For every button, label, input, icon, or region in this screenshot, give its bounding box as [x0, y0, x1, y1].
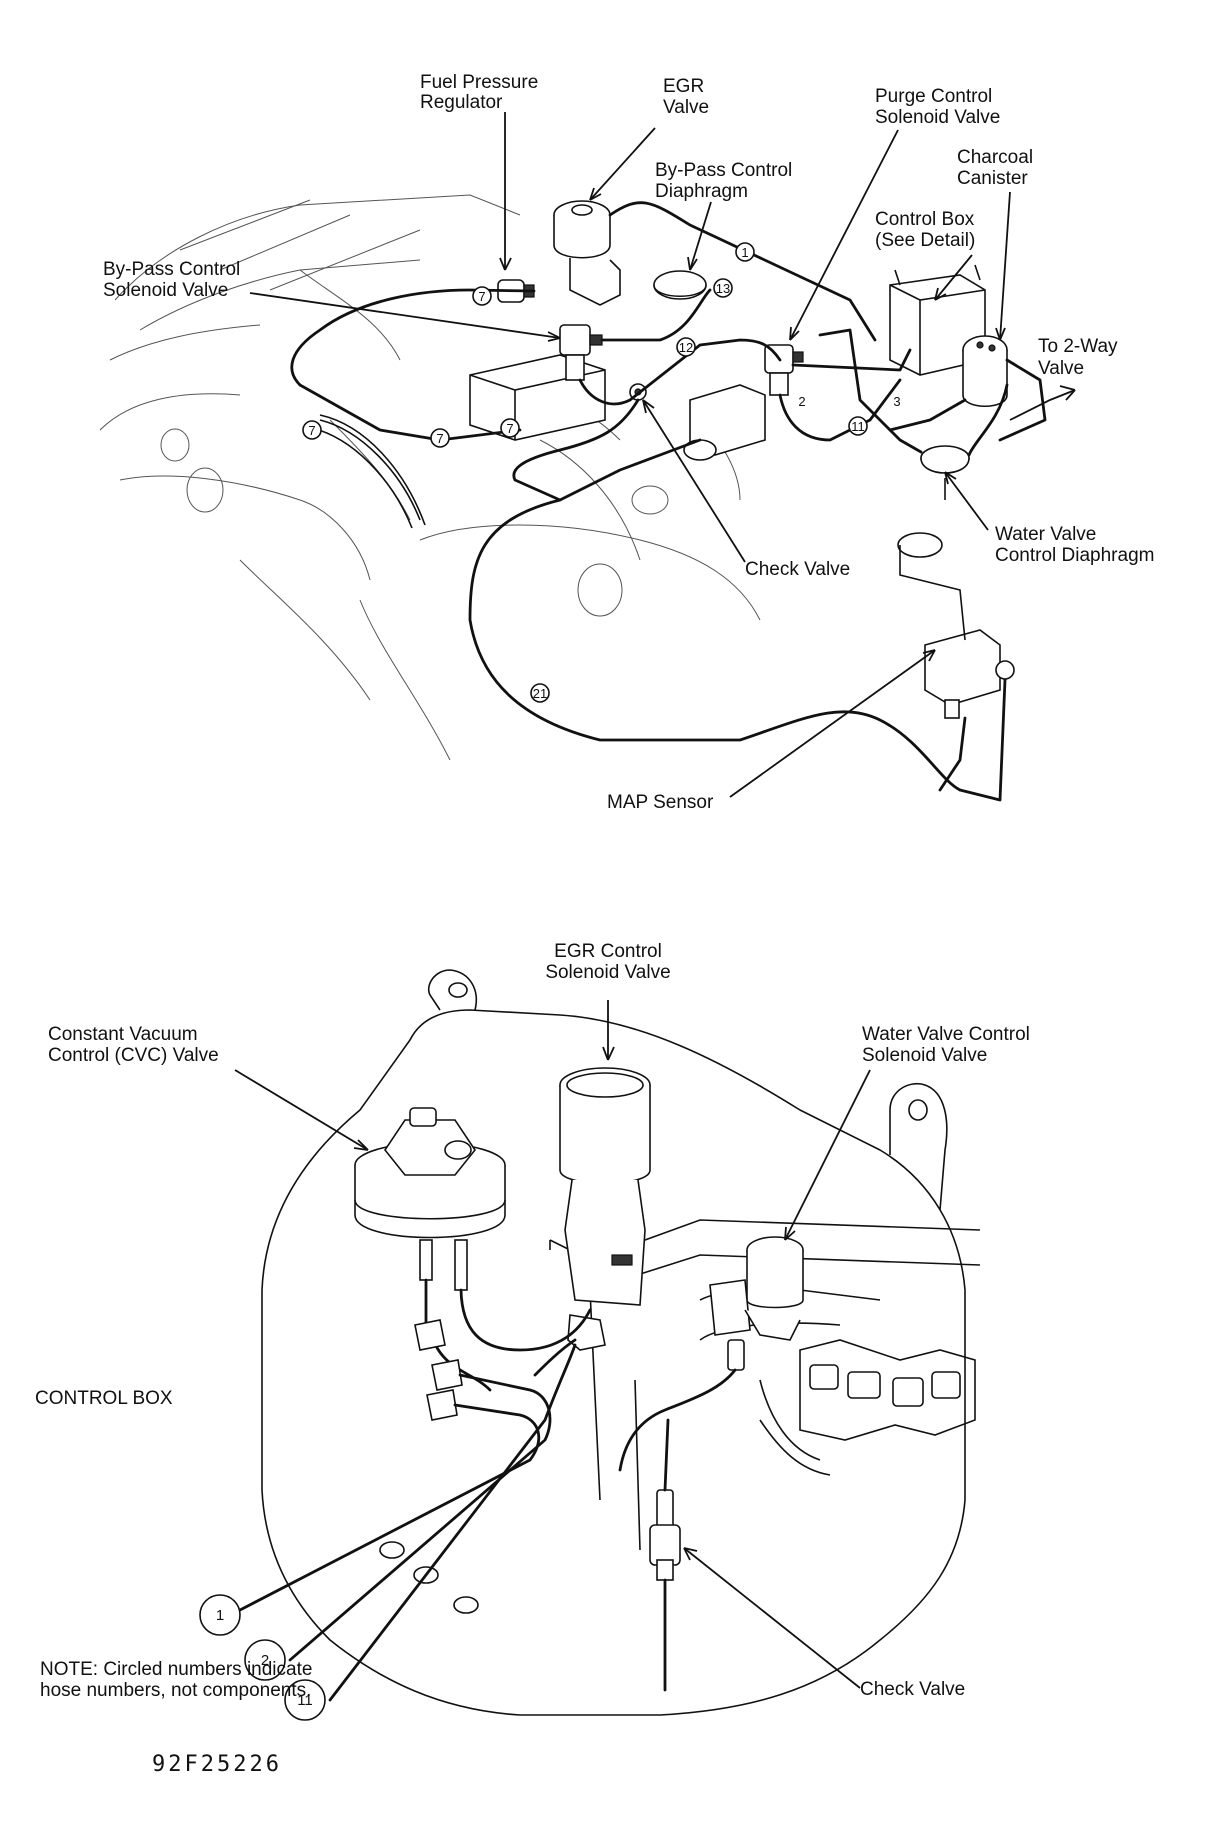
hose-circle-1-label: 1 — [216, 1607, 224, 1624]
fuel-pressure-regulator-label-1: Fuel Pressure — [420, 72, 538, 93]
egr-control-solenoid-icon — [559, 1067, 651, 1351]
map-sensor-label: MAP Sensor — [607, 792, 714, 813]
bypass-control-diaphragm-label-1: By-Pass Control — [655, 160, 792, 181]
hose-tag-7b: 7 — [308, 423, 315, 438]
hose-tag-21: 21 — [533, 686, 547, 701]
hose-tag-7c: 7 — [436, 431, 443, 446]
bypass-control-diaphragm-label-2: Diaphragm — [655, 181, 748, 202]
control-box-label-2: (See Detail) — [875, 230, 975, 251]
bypass-control-solenoid-icon — [559, 324, 603, 381]
to-2way-valve-label-2: Valve — [1038, 358, 1084, 379]
purge-control-solenoid-label-1: Purge Control — [875, 86, 992, 107]
hose-circle-2-label: 2 — [261, 1652, 269, 1669]
hose-tag-1: 1 — [741, 245, 748, 260]
hose-circle-1 — [199, 1594, 241, 1636]
egr-valve-icon — [553, 200, 621, 306]
purge-control-solenoid-label-2: Solenoid Valve — [875, 107, 1000, 128]
detail-labels: EGR Control Solenoid Valve Constant Vacu… — [35, 941, 1030, 1777]
water-valve-control-solenoid-icon — [709, 1236, 804, 1371]
hose-circle-2 — [244, 1639, 286, 1681]
vacuum-hoses-top — [290, 201, 1076, 802]
check-valve-label-top: Check Valve — [745, 559, 850, 580]
water-valve-control-solenoid-label-1: Water Valve Control — [862, 1024, 1030, 1045]
charcoal-canister-icon — [962, 335, 1008, 407]
leader-lines-top — [249, 112, 1011, 798]
check-valve-label-bottom: Check Valve — [860, 1679, 965, 1700]
top-labels: Fuel Pressure Regulator EGR Valve Purge … — [103, 72, 1154, 813]
to-2way-valve-label-1: To 2-Way — [1038, 336, 1118, 357]
hose-tag-3: 3 — [893, 394, 900, 409]
hose-tag-2: 2 — [798, 394, 805, 409]
figure-code: 92F25226 — [152, 1752, 282, 1777]
bypass-control-solenoid-label-2: Solenoid Valve — [103, 280, 228, 301]
note-line-1: NOTE: Circled numbers indicate — [40, 1659, 312, 1680]
hose-circle-11 — [284, 1679, 326, 1721]
water-valve-control-diaphragm-label-2: Control Diaphragm — [995, 545, 1154, 566]
fuel-pressure-regulator-label-2: Regulator — [420, 92, 503, 113]
note-line-2: hose numbers, not components. — [40, 1680, 311, 1701]
water-valve-control-diaphragm-label-1: Water Valve — [995, 524, 1096, 545]
hose-tag-7d: 7 — [506, 421, 513, 436]
cvc-valve-icon — [354, 1107, 506, 1291]
leader-lines-bottom — [234, 1000, 871, 1689]
hose-tag-12: 12 — [679, 340, 693, 355]
hose-tag-11: 11 — [851, 419, 865, 434]
egr-control-solenoid-label-2: Solenoid Valve — [545, 962, 670, 983]
control-box-detail: 1 2 11 — [199, 969, 981, 1721]
egr-valve-label-1: EGR — [663, 76, 704, 97]
cvc-valve-label-1: Constant Vacuum — [48, 1024, 198, 1045]
water-valve-control-solenoid-label-2: Solenoid Valve — [862, 1045, 987, 1066]
cvc-valve-label-2: Control (CVC) Valve — [48, 1045, 219, 1066]
hose-tags: 7 7 7 7 1 13 12 2 3 11 21 — [302, 242, 901, 703]
control-box-title: CONTROL BOX — [35, 1388, 173, 1409]
egr-valve-label-2: Valve — [663, 97, 709, 118]
hose-tag-7a: 7 — [478, 289, 485, 304]
purge-control-solenoid-icon — [764, 344, 804, 396]
egr-control-solenoid-label-1: EGR Control — [554, 941, 662, 962]
control-box-label-1: Control Box — [875, 209, 975, 230]
hose-tag-13: 13 — [716, 281, 730, 296]
charcoal-canister-label-2: Canister — [957, 168, 1028, 189]
bypass-control-solenoid-label-1: By-Pass Control — [103, 259, 240, 280]
charcoal-canister-label-1: Charcoal — [957, 147, 1033, 168]
hose-circle-11-label: 11 — [297, 1692, 313, 1709]
check-valve-bottom-icon — [649, 1489, 681, 1581]
water-valve-control-diaphragm-icon — [920, 445, 970, 500]
